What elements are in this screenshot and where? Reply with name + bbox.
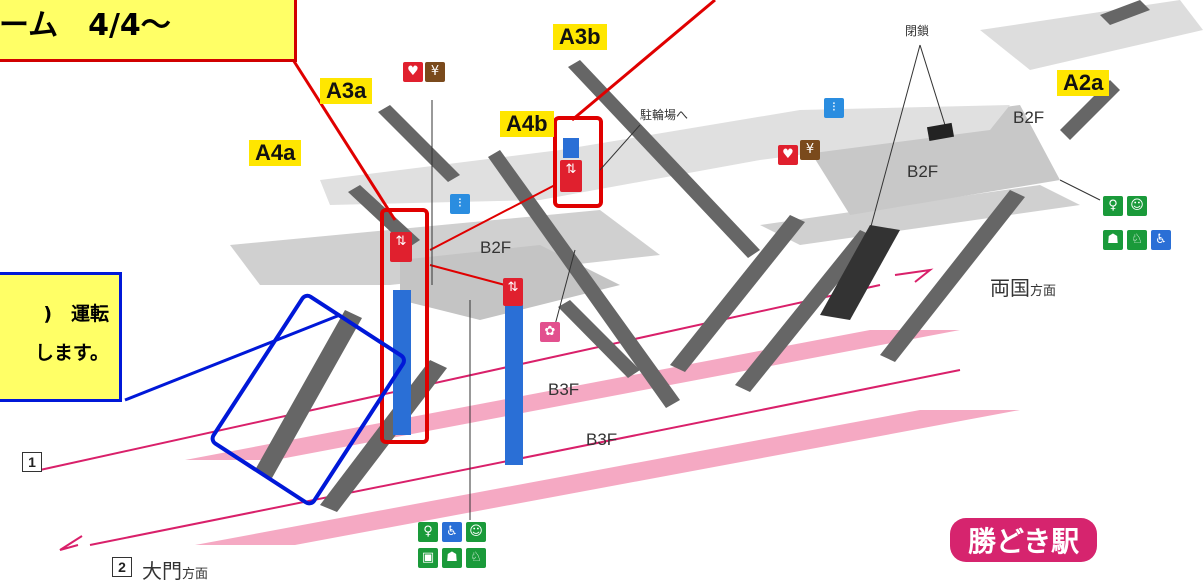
- elevator-shaft-center: [505, 305, 523, 465]
- wheelchair-icon: ♿: [1151, 230, 1171, 250]
- platform-number-2: 2: [112, 557, 132, 577]
- right-toilet-pointer: [1059, 179, 1101, 201]
- wheelchair-icon: ♿: [442, 522, 462, 542]
- callout-line-top-right: [571, 0, 716, 122]
- floor-label-b3f-upper: B3F: [548, 380, 580, 399]
- aed-icon: ♥: [778, 145, 798, 165]
- nursing-icon: ♘: [466, 548, 486, 568]
- elevator-icon: ⇅: [390, 232, 412, 262]
- label-closed: 閉鎖: [905, 24, 930, 38]
- platform-number-1: 1: [22, 452, 42, 472]
- closed-pointer-2: [919, 44, 946, 126]
- escalators: [255, 0, 1150, 512]
- exit-a3b: A3b: [553, 24, 607, 50]
- notice-left: ) 運転 します。: [0, 272, 122, 402]
- highlight-box-escalator: [210, 293, 406, 506]
- floor-label-b2f-right: B2F: [907, 162, 939, 181]
- station-name-badge: 勝どき駅: [950, 518, 1098, 562]
- family-toilet-icon: ☗: [1103, 230, 1123, 250]
- closed-pointer-1: [869, 44, 921, 231]
- label-bicycle-parking: 駐輪場へ: [640, 108, 689, 122]
- notice-left-line1: ) 運転: [43, 303, 109, 325]
- ostomate-icon: ▣: [418, 548, 438, 568]
- toilet-icon: ♀: [418, 522, 438, 542]
- info-board-icon: ⁝: [824, 98, 844, 118]
- direction-ryogoku: 両国方面: [990, 272, 1056, 301]
- notice-left-line2: します。: [34, 342, 109, 364]
- highlight-box-left-elevator: [380, 208, 429, 444]
- elevator-icon: ⇅: [503, 278, 523, 306]
- direction-daimon: 大門方面: [142, 555, 208, 584]
- pink-pointer: [554, 249, 576, 326]
- red-route-1: [429, 184, 556, 251]
- callout-line-top-left: [288, 54, 397, 221]
- blue-callout-line: [124, 313, 341, 402]
- floor-label-b2f-far-right: B2F: [1013, 108, 1045, 127]
- bicycle-pointer: [599, 124, 641, 171]
- elevator-shaft-upper: [563, 138, 579, 158]
- exit-a2a: A2a: [1057, 70, 1110, 96]
- stairs-dark: [820, 225, 900, 320]
- ryogoku-arrow: [894, 268, 934, 283]
- nursing-icon: ♘: [1127, 230, 1147, 250]
- floor-label-b2f-center: B2F: [480, 238, 512, 257]
- atm-icon: ¥: [800, 140, 820, 160]
- track-line-1: [39, 284, 881, 471]
- highlight-box-upper-elevator: [553, 116, 603, 208]
- exit-a4b: A4b: [500, 111, 554, 137]
- direction-ryogoku-suffix: 方面: [1030, 284, 1057, 299]
- notice-top: ーム 4/4～: [0, 0, 297, 62]
- family-toilet-icon: ☗: [442, 548, 462, 568]
- direction-ryogoku-main: 両国: [990, 276, 1030, 300]
- baby-care-icon: ☺: [466, 522, 486, 542]
- red-route-2: [429, 264, 506, 286]
- baby-care-icon: ✿: [540, 322, 560, 342]
- toilet-icon: ♀: [1103, 196, 1123, 216]
- platform-lower: [195, 410, 1020, 545]
- direction-daimon-main: 大門: [142, 559, 182, 583]
- aed-icon: ♥: [403, 62, 423, 82]
- concourse-top-right: [980, 0, 1203, 70]
- direction-daimon-suffix: 方面: [182, 567, 209, 582]
- floor-label-b3f-lower: B3F: [586, 430, 618, 449]
- exit-a4a: A4a: [249, 140, 302, 166]
- baby-care-icon: ☺: [1127, 196, 1147, 216]
- atm-icon: ¥: [425, 62, 445, 82]
- concourse-right: [760, 185, 1080, 245]
- exit-a3a: A3a: [320, 78, 373, 104]
- track-line-2: [89, 369, 961, 546]
- closed-block: [926, 122, 955, 141]
- elevator-icon: ⇅: [560, 160, 582, 192]
- info-board-icon: ⁝: [450, 194, 470, 214]
- daimon-arrow: [59, 535, 83, 551]
